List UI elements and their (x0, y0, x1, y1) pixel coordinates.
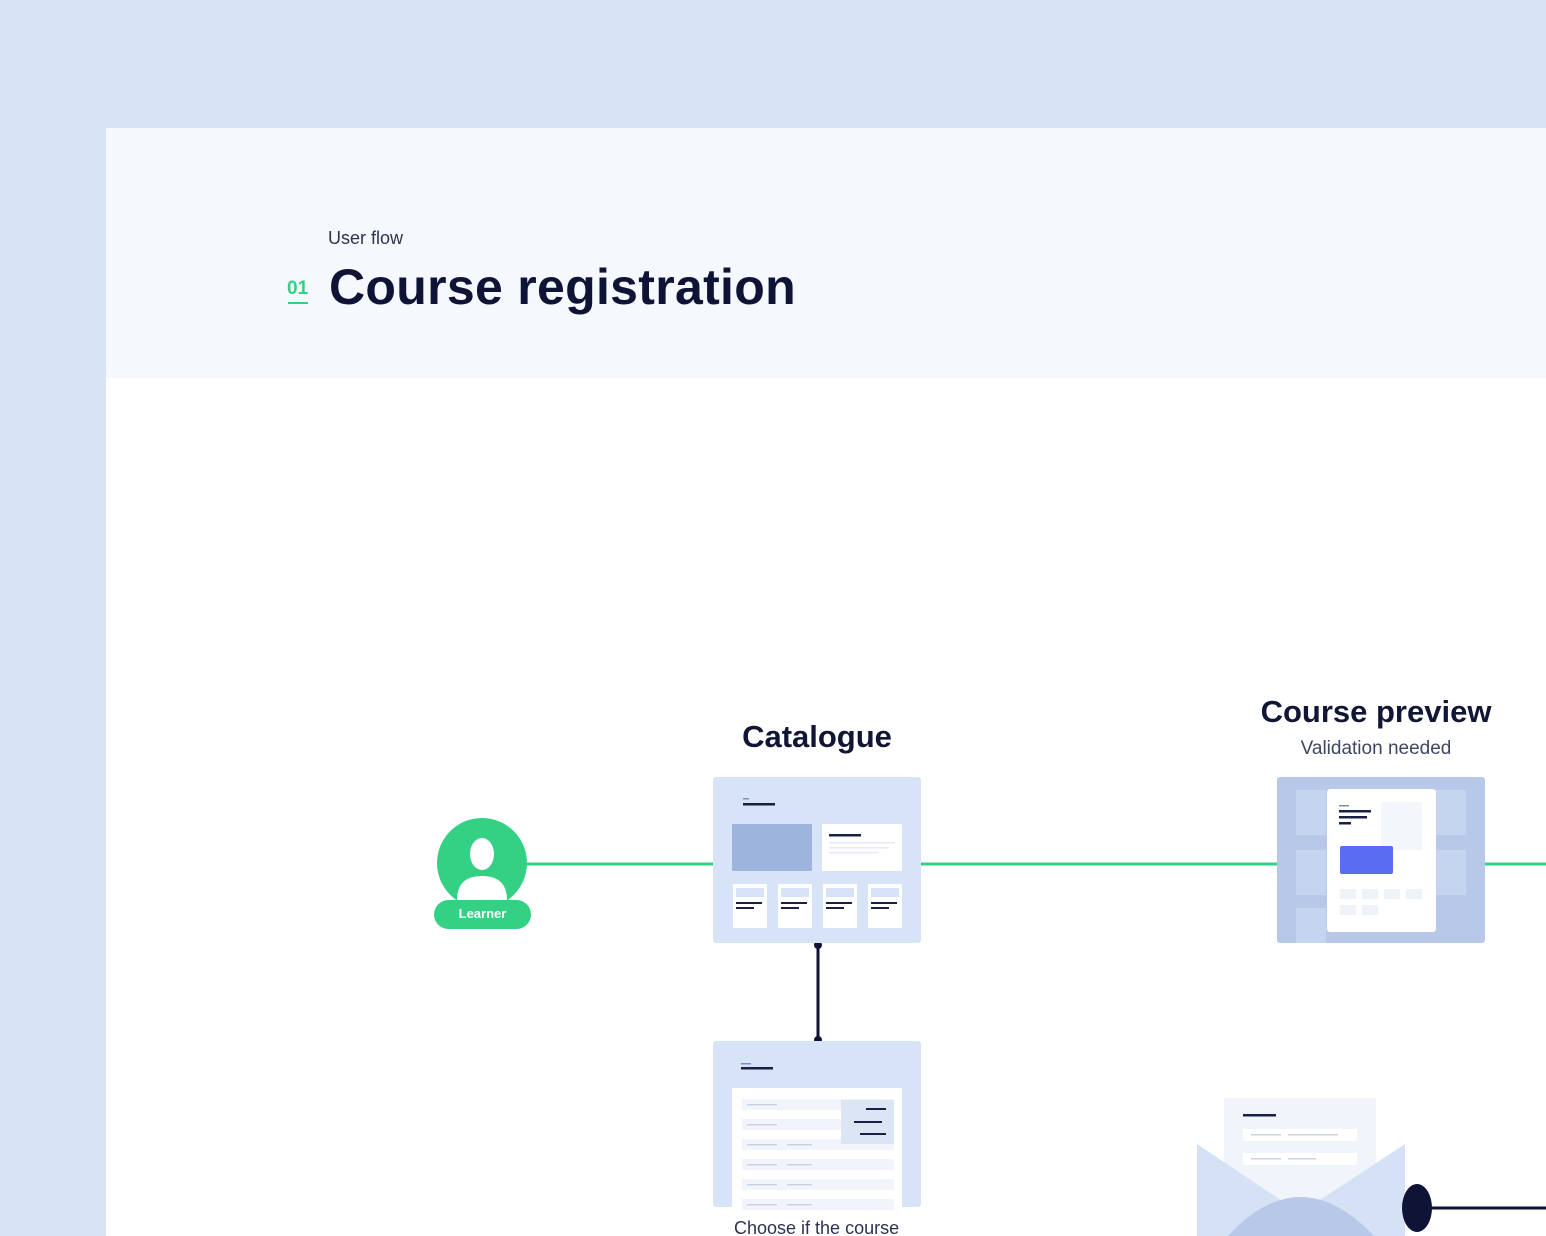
course-preview-screen[interactable] (1277, 777, 1485, 943)
learner-label: Learner (458, 906, 507, 921)
user-icon (457, 838, 507, 900)
course-preview-subtitle: Validation needed (1300, 738, 1452, 759)
board-header: User flow 01 Course registration (106, 128, 1546, 378)
connector-node-dark (1402, 1184, 1432, 1232)
eyebrow-label: User flow (328, 228, 404, 248)
flow-index: 01 (287, 278, 309, 299)
flow-index-underline (288, 302, 308, 304)
course-preview-title: Course preview (1260, 694, 1492, 729)
flow-diagram (434, 777, 1546, 1236)
page-title: Course registration (329, 259, 796, 315)
catalogue-screen[interactable] (713, 777, 921, 943)
course-list-screen[interactable] (713, 1041, 921, 1236)
catalogue-title: Catalogue (742, 719, 892, 754)
flow-board: User flow 01 Course registration (106, 128, 1546, 1236)
learner-node[interactable] (434, 818, 531, 929)
email-envelope-icon (1197, 1098, 1405, 1236)
catalogue-card-row (733, 884, 902, 928)
learner-pill (434, 900, 531, 929)
course-list-caption: Choose if the course (734, 1218, 900, 1236)
